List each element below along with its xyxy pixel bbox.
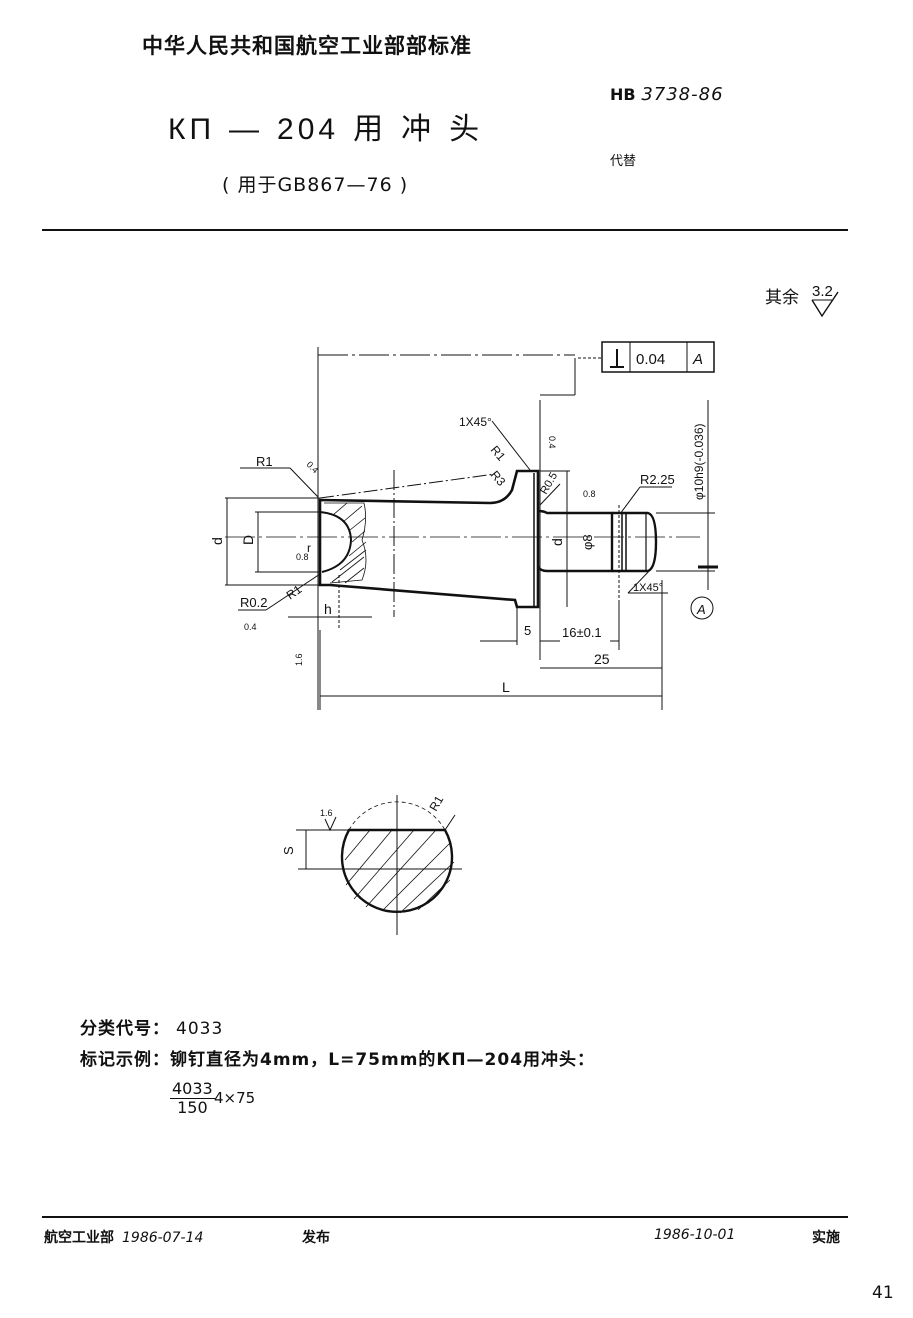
chamfer-bottom-label: 1X45°: [633, 582, 663, 594]
phi8-label: φ8: [580, 534, 595, 550]
tol-value: 0.04: [636, 351, 665, 368]
page-number: 41: [872, 1283, 894, 1303]
general-roughness-value: 3.2: [812, 283, 833, 300]
general-roughness-note: 其余: [765, 283, 799, 308]
r02-label: R0.2: [240, 595, 267, 610]
fraction-numerator: 4033: [170, 1079, 215, 1099]
issuing-organization: 中华人民共和国航空工业部部标准: [142, 34, 472, 58]
title-part: 冲: [401, 113, 436, 146]
r05-label: R0.5: [538, 470, 560, 496]
dim-25-label: 25: [594, 651, 610, 667]
marking-fraction: 4033 150: [170, 1080, 215, 1117]
roughness-08-label: 0.8: [583, 489, 596, 499]
r1-flange-label: R1: [488, 443, 509, 464]
d-mid-label: d: [549, 538, 565, 546]
section-roughness-label: 1.6: [320, 808, 333, 818]
h-label: h: [324, 601, 332, 617]
title-part: 用: [353, 113, 388, 146]
dim-L-label: L: [502, 679, 510, 695]
title-part: 204: [277, 113, 340, 146]
classification-value: 4033: [176, 1019, 224, 1039]
marking-example: 标记示例：铆钉直径为4mm，L=75mm的КП—204用冲头：: [80, 1050, 596, 1070]
D-label: D: [240, 535, 256, 545]
phi10-label: φ10h9(-0.036): [692, 424, 706, 501]
roughness-04a-label: 0.4: [547, 436, 557, 449]
r1-left-label: R1: [256, 454, 273, 469]
dim-16-label: 16±0.1: [562, 625, 602, 640]
r-small-label: r: [307, 541, 311, 555]
chamfer-top-label: 1X45°: [459, 415, 492, 429]
d-left-label: d: [209, 537, 225, 545]
footer-divider: [42, 1216, 848, 1218]
section-R1-label: R1: [426, 793, 446, 814]
marking-suffix: 4×75: [214, 1089, 256, 1107]
effective-label: 实施: [812, 1230, 840, 1246]
title-part: 头: [449, 113, 484, 146]
issued-label: 发布: [302, 1230, 330, 1246]
issuer-name: 航空工业部: [44, 1230, 114, 1246]
datum-a-label: A: [696, 602, 706, 617]
title-part: КП: [168, 113, 216, 146]
document-subtitle: ( 用于GB867—76 ): [222, 174, 409, 196]
roughness-label: 其余: [765, 288, 799, 308]
issue-date: 1986-07-14: [122, 1230, 204, 1246]
classification-label: 分类代号：: [80, 1019, 170, 1039]
document-title: КП — 204 用冲头: [168, 104, 497, 148]
section-S-label: S: [281, 846, 296, 855]
replaces-label: 代替: [610, 154, 637, 169]
standard-code: 3738-86: [641, 84, 724, 105]
footer-issuer: 航空工业部 1986-07-14: [44, 1227, 203, 1247]
roughness-16-label: 1.6: [294, 653, 304, 666]
fraction-denominator: 150: [177, 1098, 208, 1117]
header-divider: [42, 229, 848, 231]
classification-code: 分类代号： 4033: [80, 1014, 223, 1039]
tolerance-frame: [601, 341, 715, 373]
standard-prefix: HB: [610, 85, 636, 104]
r3-label: R3: [488, 468, 509, 489]
tol-datum: A: [692, 351, 703, 368]
r225-label: R2.25: [640, 472, 675, 487]
roughness-symbol-icon: [811, 291, 839, 318]
standard-number: HB 3738-86: [610, 84, 724, 105]
effective-date: 1986-10-01: [654, 1227, 736, 1243]
dim-5-label: 5: [524, 623, 531, 638]
title-part: —: [229, 113, 264, 146]
roughness-04c-label: 0.4: [244, 622, 257, 632]
roughness-08b-label: 0.8: [296, 552, 309, 562]
